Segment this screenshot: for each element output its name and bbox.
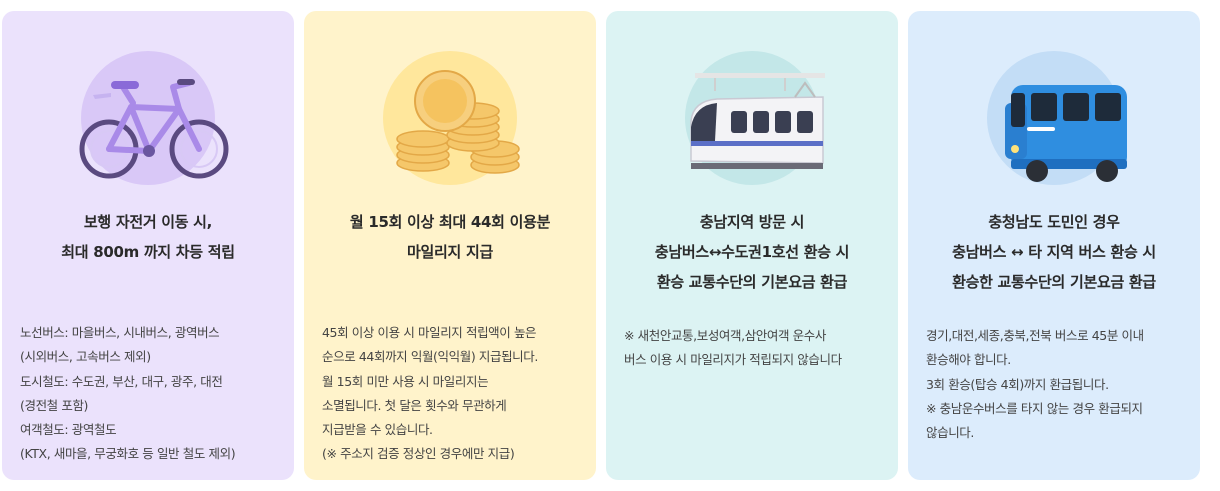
desc-line: 지급받을 수 있습니다. <box>322 422 433 438</box>
desc-line: 45회 이상 이용 시 마일리지 적립액이 높은 <box>322 325 537 340</box>
desc-line: 소멸됩니다. 첫 달은 횟수와 무관하게 <box>322 397 507 413</box>
card-walking-bike: 보행 자전거 이동 시, 최대 800m 까지 차등 적립 노선버스: 마을버스… <box>2 11 294 480</box>
title-line: 월 15회 이상 최대 44회 이용분 <box>349 213 551 231</box>
desc-line: 경기,대전,세종,충북,전북 버스로 45분 이내 <box>926 328 1144 343</box>
desc-line: 환승해야 합니다. <box>926 352 1011 368</box>
desc-line: 월 15회 미만 사용 시 마일리지는 <box>322 373 489 389</box>
card-description: 경기,대전,세종,충북,전북 버스로 45분 이내 환승해야 합니다. 3회 환… <box>926 324 1188 445</box>
desc-line: 노선버스: 마을버스, 시내버스, 광역버스 <box>20 325 220 340</box>
desc-line: 버스 이용 시 마일리지가 적립되지 않습니다 <box>624 352 842 368</box>
desc-line: (시외버스, 고속버스 제외) <box>20 349 151 365</box>
card-mileage: 월 15회 이상 최대 44회 이용분 마일리지 지급 45회 이상 이용 시 … <box>304 11 596 480</box>
desc-line: 순으로 44회까지 익월(익익월) 지급됩니다. <box>322 349 538 365</box>
desc-line: (※ 주소지 검증 정상인 경우에만 지급) <box>322 446 515 462</box>
coins-icon <box>383 51 520 185</box>
desc-line: 3회 환승(탑승 4회)까지 환급됩니다. <box>926 376 1109 392</box>
card-region-visit: 충남지역 방문 시 충남버스↔수도권1호선 환승 시 환승 교통수단의 기본요금… <box>606 11 898 480</box>
card-title: 보행 자전거 이동 시, 최대 800m 까지 차등 적립 <box>2 207 294 267</box>
train-icon <box>685 51 825 185</box>
desc-line: ※ 충남운수버스를 타지 않는 경우 환급되지 <box>926 400 1143 416</box>
title-line: 충남버스↔수도권1호선 환승 시 <box>654 243 850 261</box>
desc-line: ※ 새천안교통,보성여객,삼안여객 운수사 <box>624 328 826 343</box>
card-description: 노선버스: 마을버스, 시내버스, 광역버스 (시외버스, 고속버스 제외) 도… <box>20 321 282 467</box>
title-line: 마일리지 지급 <box>407 243 493 261</box>
card-title: 충남지역 방문 시 충남버스↔수도권1호선 환승 시 환승 교통수단의 기본요금… <box>606 207 898 297</box>
card-title: 충청남도 도민인 경우 충남버스 ↔ 타 지역 버스 환승 시 환승한 교통수단… <box>908 207 1200 297</box>
card-resident-transfer: 충청남도 도민인 경우 충남버스 ↔ 타 지역 버스 환승 시 환승한 교통수단… <box>908 11 1200 480</box>
desc-line: 도시철도: 수도권, 부산, 대구, 광주, 대전 <box>20 373 223 389</box>
bus-icon <box>987 51 1127 185</box>
title-line: 보행 자전거 이동 시, <box>83 213 213 231</box>
desc-line: 않습니다. <box>926 425 974 441</box>
title-line: 충남지역 방문 시 <box>699 213 805 231</box>
desc-line: (경전철 포함) <box>20 397 89 413</box>
card-description: 45회 이상 이용 시 마일리지 적립액이 높은 순으로 44회까지 익월(익익… <box>322 321 584 467</box>
card-description: ※ 새천안교통,보성여객,삼안여객 운수사 버스 이용 시 마일리지가 적립되지… <box>624 324 886 373</box>
bicycle-icon <box>79 51 229 185</box>
title-line: 환승 교통수단의 기본요금 환급 <box>656 273 848 291</box>
title-line: 환승한 교통수단의 기본요금 환급 <box>952 273 1156 291</box>
desc-line: 여객철도: 광역철도 <box>20 422 117 438</box>
title-line: 최대 800m 까지 차등 적립 <box>61 243 235 261</box>
card-title: 월 15회 이상 최대 44회 이용분 마일리지 지급 <box>304 207 596 267</box>
title-line: 충청남도 도민인 경우 <box>988 213 1120 231</box>
title-line: 충남버스 ↔ 타 지역 버스 환승 시 <box>952 243 1156 261</box>
desc-line: (KTX, 새마을, 무궁화호 등 일반 철도 제외) <box>20 446 236 462</box>
